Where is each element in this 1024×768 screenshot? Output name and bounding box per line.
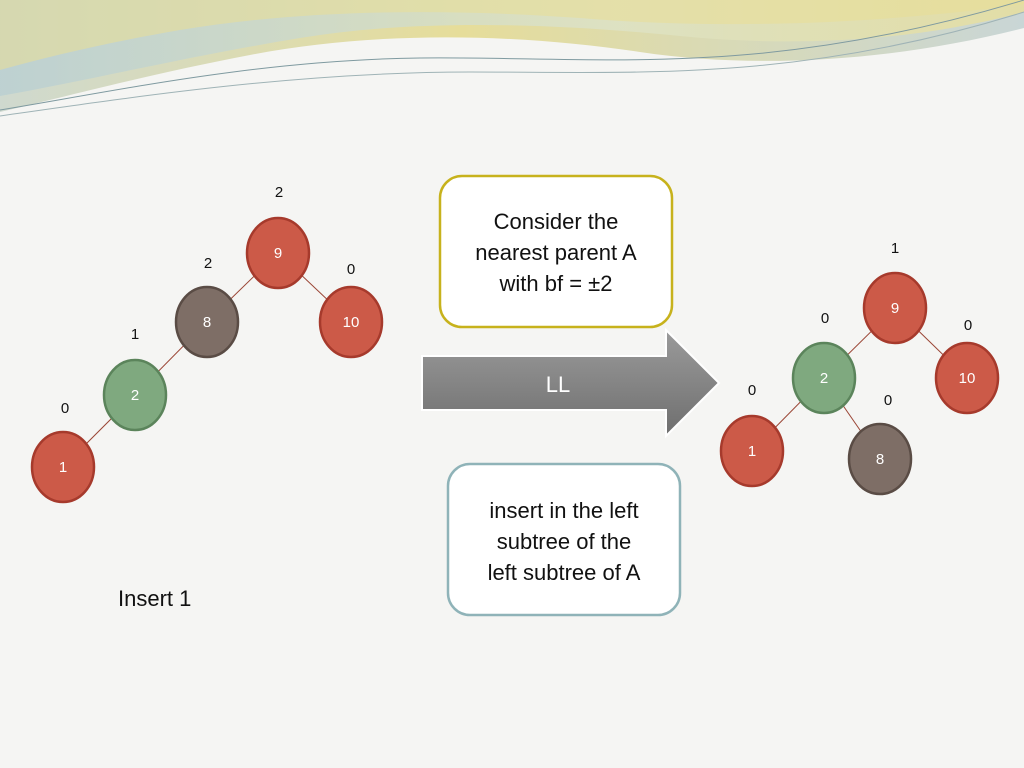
tree-node-1: 1 <box>30 430 96 504</box>
balance-factor-10: 0 <box>964 317 972 334</box>
tree-node-1: 1 <box>719 414 785 488</box>
tree-node-10: 10 <box>934 341 1000 415</box>
balance-factor-1: 0 <box>61 400 69 417</box>
balance-factor-2: 0 <box>821 310 829 327</box>
insert-rule-line-3: left subtree of A <box>488 560 641 585</box>
node-label: 10 <box>343 314 360 331</box>
tree-node-2: 2 <box>791 341 857 415</box>
balance-factor-9: 2 <box>275 184 283 201</box>
tree-node-8: 8 <box>847 422 913 496</box>
insert-rule-box: insert in the left subtree of the left s… <box>446 462 682 617</box>
consider-line-2: nearest parent A <box>475 240 637 265</box>
node-label: 2 <box>820 370 828 387</box>
node-label: 2 <box>131 387 139 404</box>
right-tree: 9 2 10 1 8 1 0 0 0 0 <box>719 240 1000 496</box>
consider-line-1: Consider the <box>494 209 619 234</box>
node-label: 1 <box>59 459 67 476</box>
balance-factor-8: 0 <box>884 392 892 409</box>
balance-factor-2: 1 <box>131 326 139 343</box>
balance-factor-9: 1 <box>891 240 899 257</box>
consider-line-3: with bf = ±2 <box>499 271 613 296</box>
node-label: 9 <box>274 245 282 262</box>
ll-rotation-arrow: LL <box>421 327 721 439</box>
tree-node-9: 9 <box>862 271 928 345</box>
balance-factor-1: 0 <box>748 382 756 399</box>
node-label: 8 <box>876 451 884 468</box>
insert-rule-line-2: subtree of the <box>497 529 632 554</box>
tree-node-2: 2 <box>102 358 168 432</box>
insert-caption: Insert 1 <box>118 586 191 611</box>
node-label: 9 <box>891 300 899 317</box>
node-label: 8 <box>203 314 211 331</box>
balance-factor-10: 0 <box>347 261 355 278</box>
left-tree: 9 8 10 2 1 2 2 0 1 0 <box>30 184 384 504</box>
tree-node-10: 10 <box>318 285 384 359</box>
header-wave-decoration <box>0 0 1024 117</box>
node-label: 1 <box>748 443 756 460</box>
node-label: 10 <box>959 370 976 387</box>
insert-rule-line-1: insert in the left <box>489 498 638 523</box>
tree-node-9: 9 <box>245 216 311 290</box>
tree-node-8: 8 <box>174 285 240 359</box>
consider-box: Consider the nearest parent A with bf = … <box>438 174 674 329</box>
arrow-label: LL <box>546 372 570 397</box>
balance-factor-8: 2 <box>204 255 212 272</box>
